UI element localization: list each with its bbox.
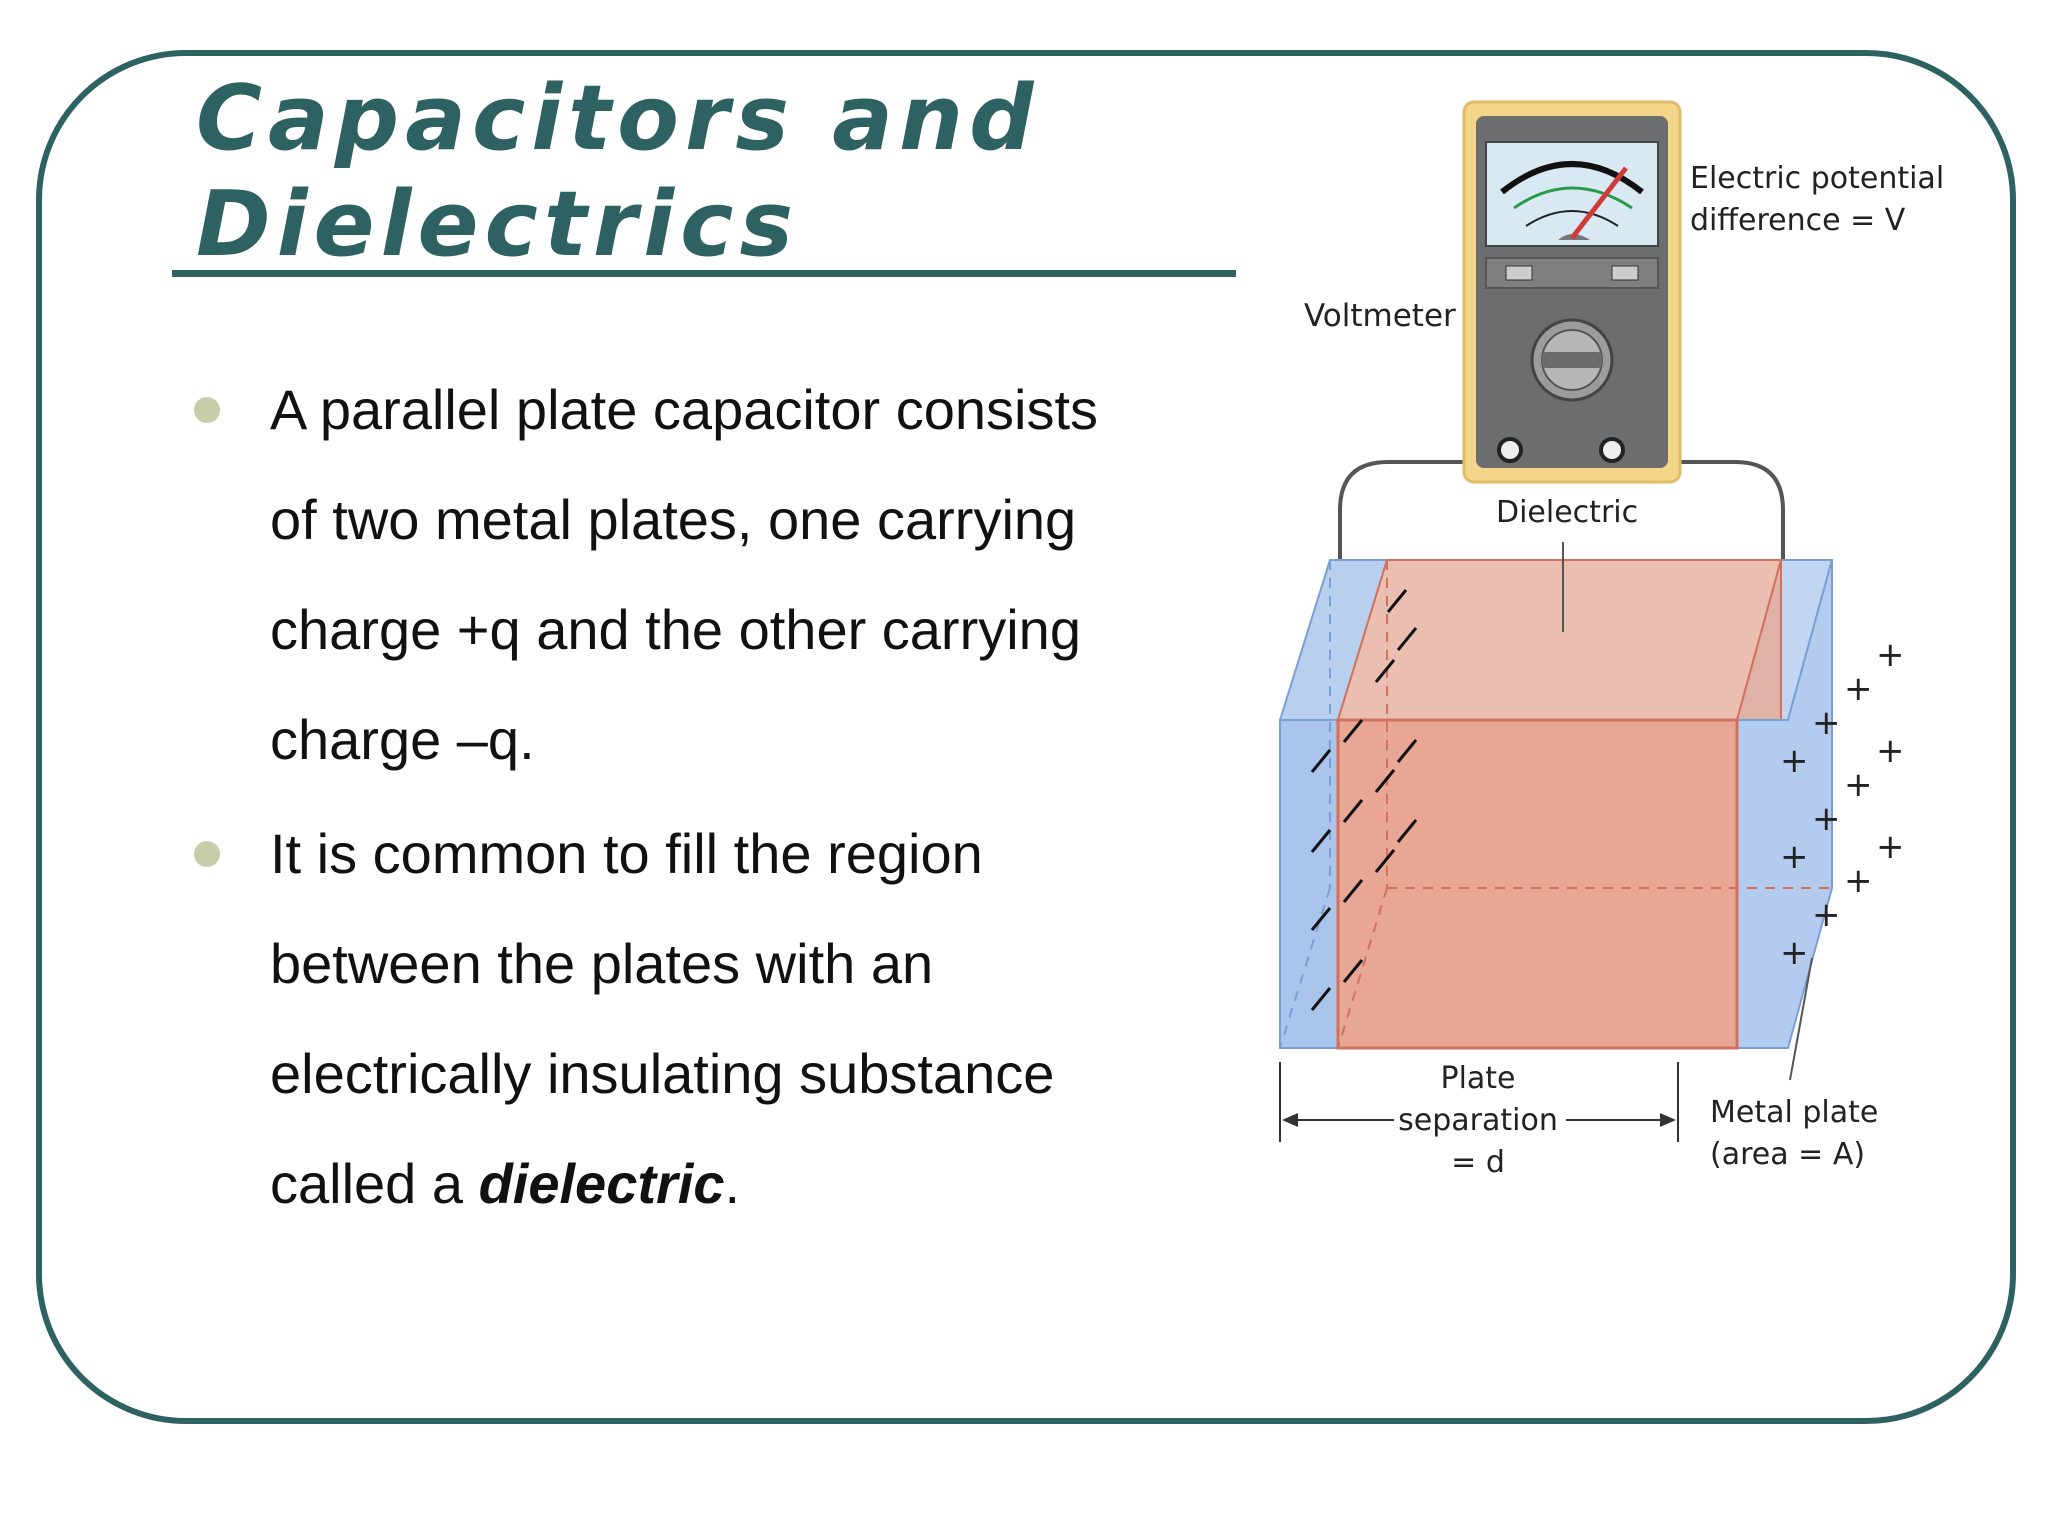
bullet-text-suffix: . bbox=[724, 1152, 741, 1215]
potential-label-line-2: difference = V bbox=[1690, 203, 1906, 238]
left-wire bbox=[1338, 460, 1510, 650]
title-line-1: Capacitors and bbox=[196, 66, 1040, 171]
dial-scale-inner bbox=[1525, 210, 1619, 227]
bullet-list: A parallel plate capacitor consists of t… bbox=[190, 355, 1150, 1243]
title-underline bbox=[172, 270, 1236, 277]
bullet-text-line: charge –q. bbox=[270, 708, 535, 771]
plus-sign: + bbox=[1780, 741, 1809, 781]
negative-charges bbox=[1310, 589, 1418, 1011]
plus-sign: + bbox=[1844, 861, 1873, 901]
dielectric-hidden-edge bbox=[1337, 887, 1388, 1049]
bullet-text-line: It is common to fill the region bbox=[270, 822, 983, 885]
plus-sign: + bbox=[1812, 703, 1841, 743]
plus-sign: + bbox=[1844, 669, 1873, 709]
bullet-item: A parallel plate capacitor consists of t… bbox=[190, 355, 1150, 795]
plus-sign: + bbox=[1876, 731, 1905, 771]
dimension-arrowhead-right bbox=[1660, 1113, 1676, 1127]
slide-title: Capacitors and Dielectrics bbox=[196, 66, 1196, 278]
bullet-text-line: charge +q and the other carrying bbox=[270, 598, 1081, 661]
metal-plate-leader-line bbox=[1789, 957, 1813, 1081]
plus-sign: + bbox=[1812, 895, 1841, 935]
voltmeter-terminal-left bbox=[1497, 437, 1523, 463]
plus-sign: + bbox=[1812, 799, 1841, 839]
bullet-text-line: of two metal plates, one carrying bbox=[270, 488, 1077, 551]
bullet-text-line: between the plates with an bbox=[270, 932, 934, 995]
plus-sign: + bbox=[1876, 635, 1905, 675]
dial-scale-black bbox=[1500, 161, 1644, 195]
dielectric-front-face bbox=[1336, 718, 1739, 1050]
plus-sign: + bbox=[1876, 827, 1905, 867]
separation-label-line-2: separation bbox=[1398, 1103, 1558, 1138]
bullet-text-prefix: called a bbox=[270, 1152, 479, 1215]
title-line-2: Dielectrics bbox=[196, 172, 800, 277]
dielectric-label: Dielectric bbox=[1496, 495, 1638, 530]
voltmeter-button-left bbox=[1505, 265, 1533, 281]
voltmeter-terminal-right bbox=[1599, 437, 1625, 463]
plate-hidden-edge bbox=[1279, 887, 1331, 1049]
voltmeter bbox=[1462, 100, 1682, 484]
dielectric-emphasis: dielectric bbox=[478, 1152, 725, 1215]
bullet-item: It is common to fill the region between … bbox=[190, 799, 1150, 1239]
slide-frame bbox=[36, 50, 2016, 1424]
bullet-text-line: electrically insulating substance bbox=[270, 1042, 1055, 1105]
capacitor-box: + + + + + + + + + + + + bbox=[1278, 559, 1905, 1050]
dimension-arrowhead-left bbox=[1282, 1113, 1298, 1127]
right-wire bbox=[1612, 460, 1785, 642]
voltmeter-dial bbox=[1485, 141, 1659, 247]
separation-label-line-1: Plate bbox=[1440, 1061, 1515, 1096]
bullet-dot-icon bbox=[194, 397, 220, 423]
voltmeter-needle bbox=[1570, 166, 1628, 240]
potential-label-line-1: Electric potential bbox=[1690, 161, 1944, 196]
separation-label-line-3: = d bbox=[1451, 1145, 1505, 1180]
range-selector-pointer bbox=[1542, 352, 1602, 368]
capacitor-figure: + + + + + + + + + + + + Voltmeter bbox=[1180, 90, 1980, 1210]
positive-charges: + + + + + + + + + + + + bbox=[1780, 635, 1905, 973]
voltmeter-label: Voltmeter bbox=[1304, 298, 1456, 334]
bullet-text-line: A parallel plate capacitor consists bbox=[270, 378, 1098, 441]
metal-plate-label-line-1: Metal plate bbox=[1710, 1095, 1878, 1130]
plus-sign: + bbox=[1780, 837, 1809, 877]
voltmeter-button-right bbox=[1611, 265, 1639, 281]
dial-scale-green bbox=[1513, 186, 1633, 210]
capacitor-diagram: + + + + + + + + + + + + Voltmeter bbox=[1278, 100, 1944, 1180]
bullet-dot-icon bbox=[194, 841, 220, 867]
plus-sign: + bbox=[1780, 933, 1809, 973]
metal-plate-label-line-2: (area = A) bbox=[1710, 1137, 1865, 1172]
plus-sign: + bbox=[1844, 765, 1873, 805]
